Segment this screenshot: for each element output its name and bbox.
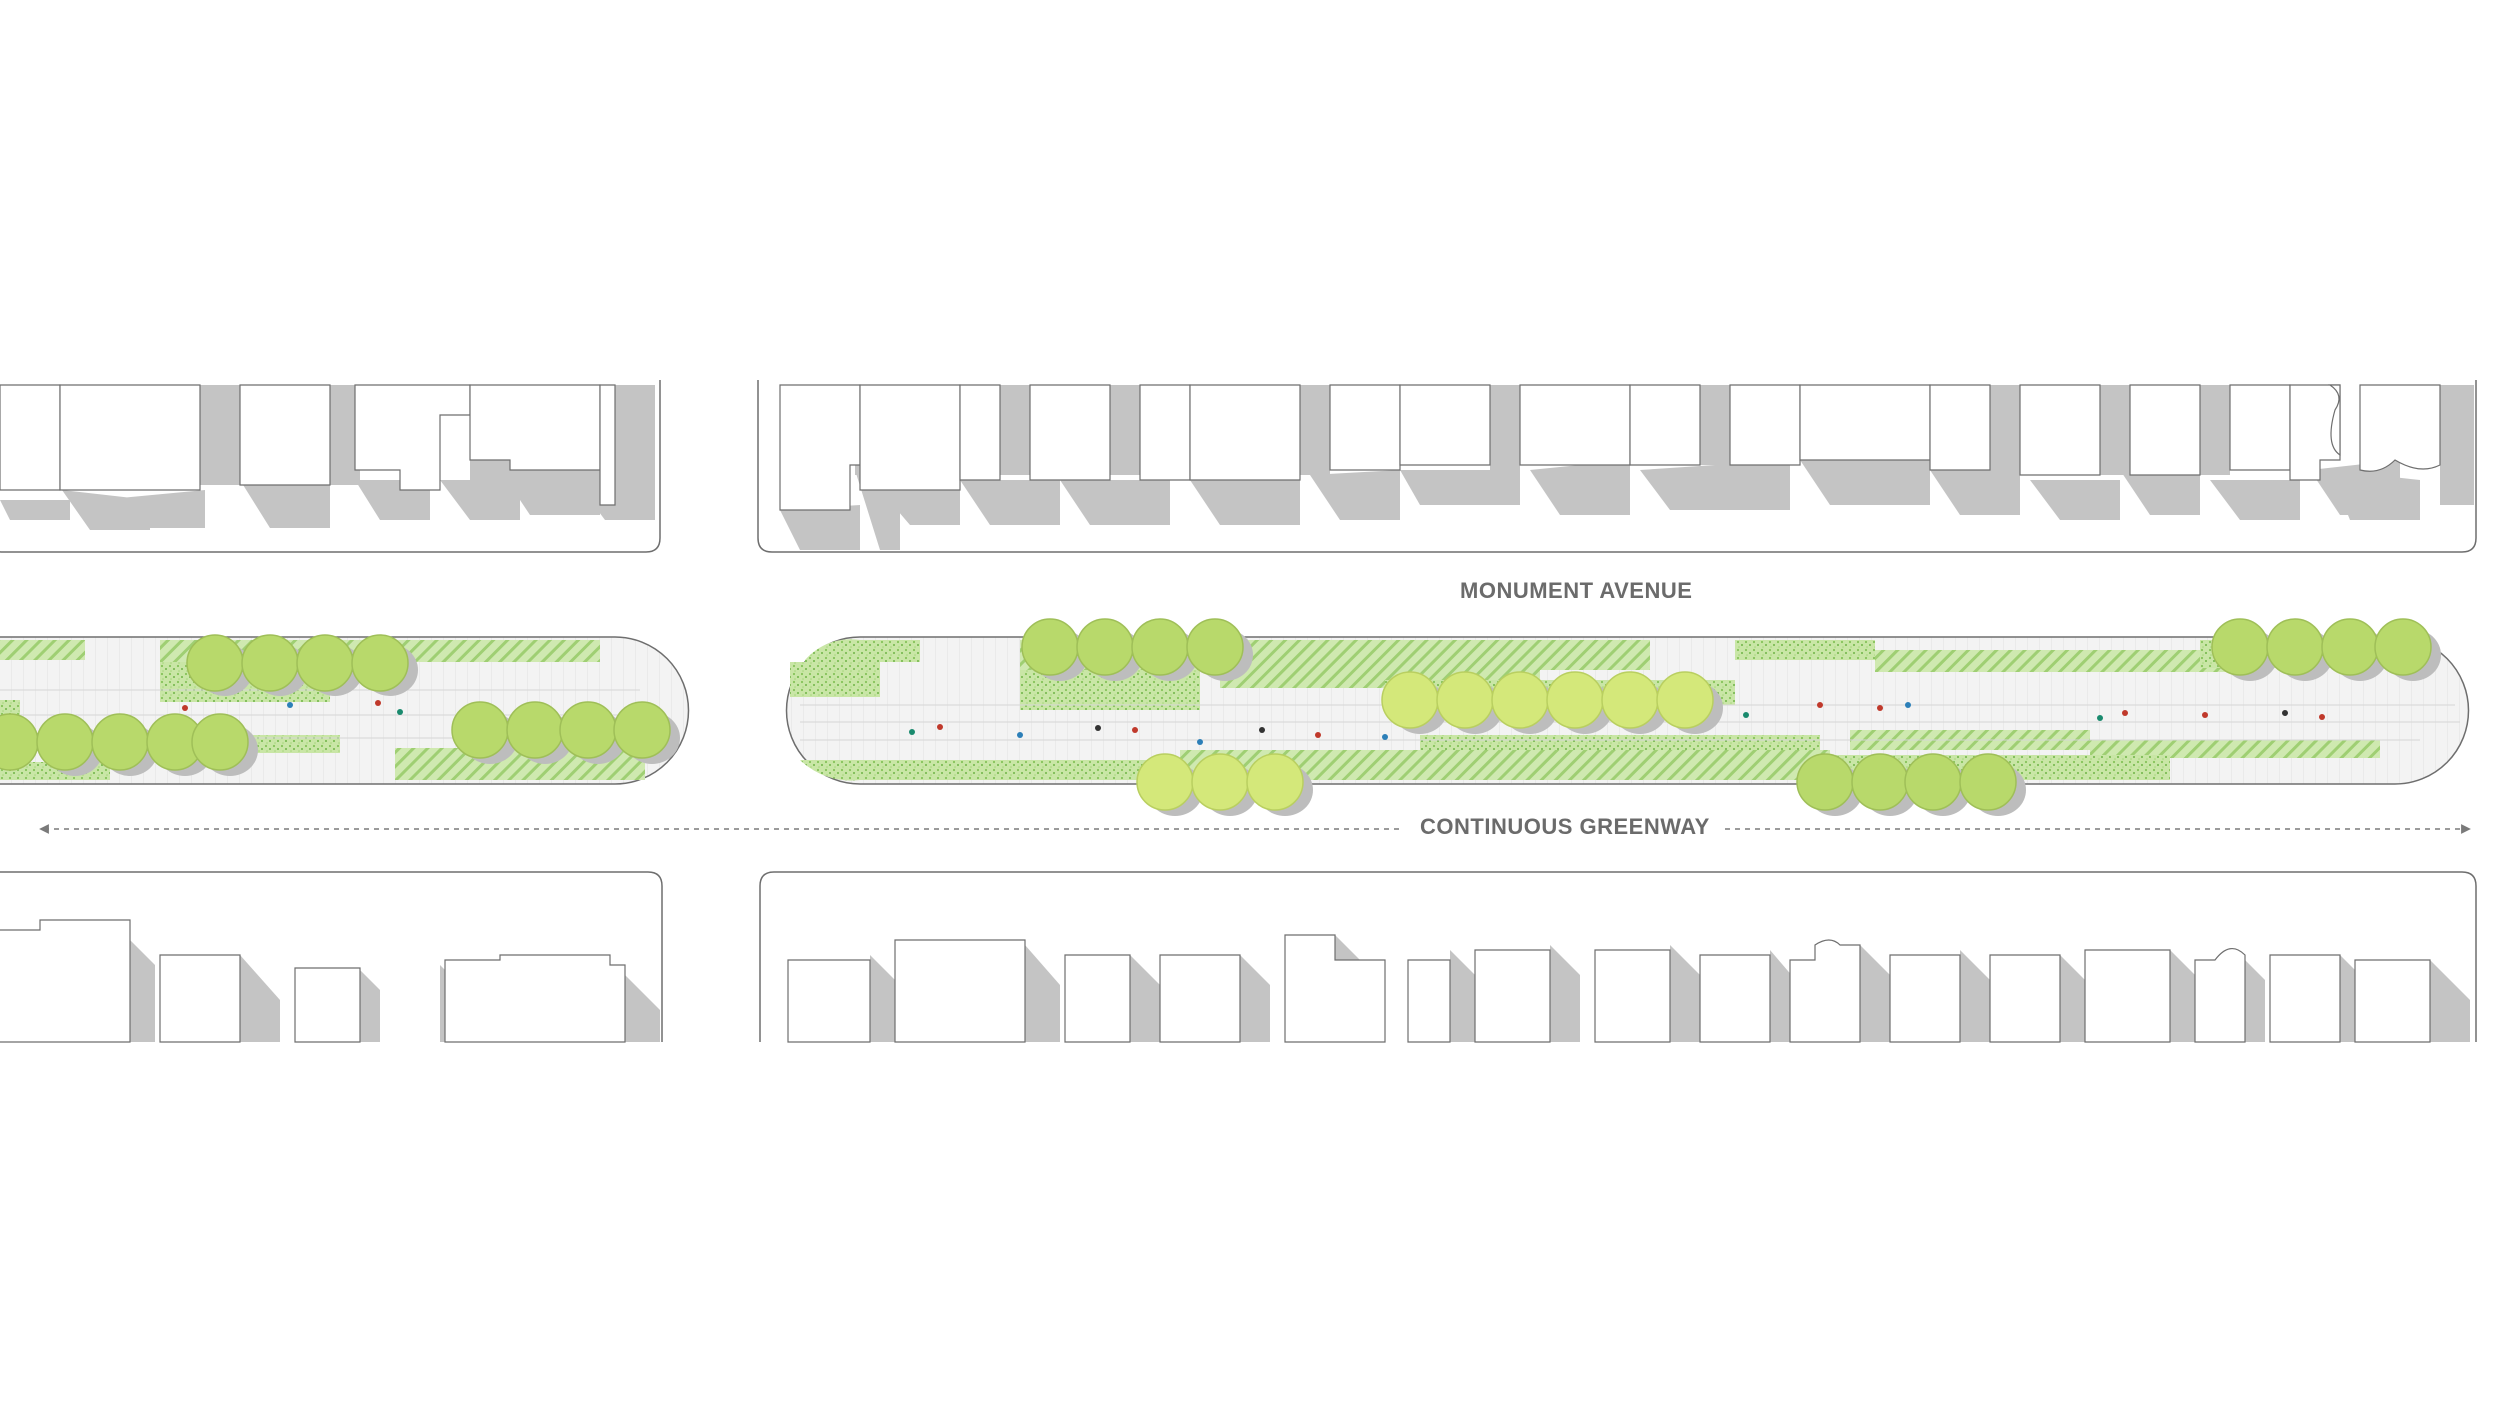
south-block-left bbox=[0, 871, 663, 1043]
pedestrian-figures bbox=[182, 700, 2325, 745]
north-left-building-shadows bbox=[0, 385, 655, 530]
south-left-buildings bbox=[0, 919, 626, 1043]
tree-row-right-northwest bbox=[1021, 618, 1253, 681]
tree-row-right-southeast bbox=[1796, 753, 2026, 816]
tree-row-right-southwest bbox=[1136, 753, 1313, 816]
tree-row-right-northeast bbox=[2211, 618, 2441, 681]
tree-row-right-center bbox=[1381, 671, 1723, 734]
tree-row-left-south bbox=[0, 713, 258, 776]
north-block-left bbox=[0, 380, 661, 553]
tree-row-left-north bbox=[186, 634, 418, 696]
street-name-label: MONUMENT AVENUE bbox=[1448, 578, 1705, 604]
tree-row-left-east bbox=[451, 701, 680, 764]
south-right-buildings bbox=[787, 934, 2431, 1043]
north-right-buildings bbox=[779, 384, 2441, 511]
south-block-right bbox=[759, 871, 2477, 1043]
greenway-label: CONTINUOUS GREENWAY bbox=[1408, 814, 1722, 840]
north-block-right bbox=[757, 380, 2477, 553]
trees bbox=[0, 618, 2441, 816]
north-left-buildings bbox=[0, 384, 616, 506]
